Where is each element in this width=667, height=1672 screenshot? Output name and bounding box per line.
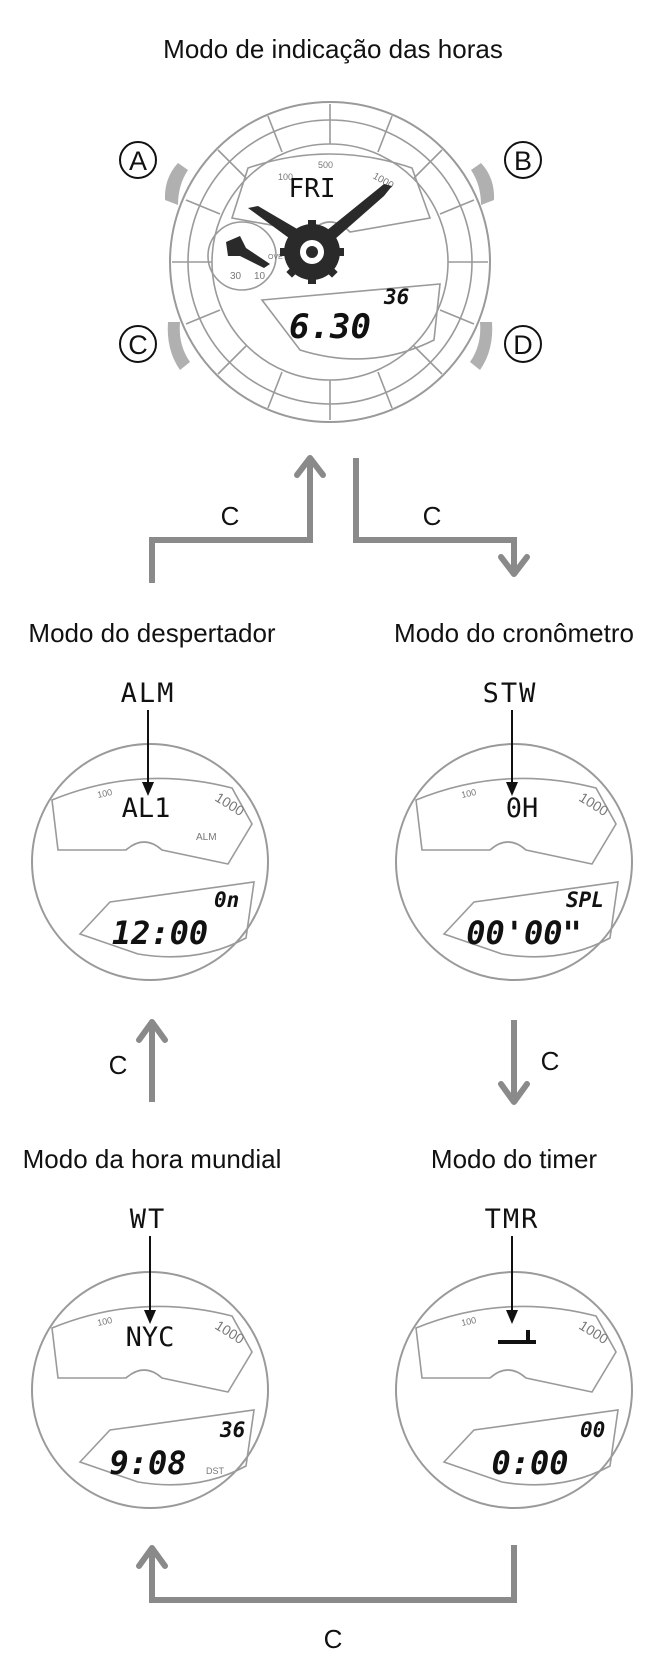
worldtime-city-display: NYC <box>126 1322 175 1353</box>
timer-segment-indicator <box>498 1330 536 1344</box>
stopwatch-mode-code: STW <box>483 678 538 709</box>
day-display: FRI <box>289 174 336 204</box>
button-a-pusher[interactable] <box>164 163 188 205</box>
subdial-30: 30 <box>230 271 242 282</box>
alarm-mode-code: ALM <box>121 678 176 709</box>
button-c-label: C <box>128 330 148 360</box>
worldtime-mode: Modo da hora mundial WT 100 1000 NYC 36 … <box>23 1144 282 1509</box>
button-b-label: B <box>514 146 532 176</box>
button-a-label: A <box>129 146 147 176</box>
bezel-segments <box>172 104 488 420</box>
button-labels: A B C D <box>119 141 542 363</box>
timekeeping-mode-title: Modo de indicação das horas <box>163 34 503 64</box>
worldtime-time-display: 9:08 <box>109 1444 186 1482</box>
main-scale-500: 500 <box>318 160 333 170</box>
main-watch: 100 500 1000 FRI 36 6.30 30 10 OVE <box>164 101 495 423</box>
timer-mode: Modo do timer TMR 100 1000 00 0:00 <box>395 1144 633 1509</box>
alarm-on-indicator: 0n <box>214 888 239 912</box>
worldtime-dst-indicator: DST <box>206 1466 225 1476</box>
worldtime-mode-title: Modo da hora mundial <box>23 1144 282 1174</box>
flow-alarm-to-timekeeping <box>149 455 326 583</box>
button-b-pusher[interactable] <box>471 163 495 205</box>
button-c-pusher[interactable] <box>167 322 190 370</box>
arrow-c-label-2: C <box>423 501 442 531</box>
worldtime-seconds-display: 36 <box>219 1418 245 1442</box>
stopwatch-scale-100: 100 <box>460 787 477 800</box>
alarm-mode: Modo do despertador ALM 100 1000 AL1 ALM… <box>28 618 276 981</box>
flow-timer-to-worldtime <box>136 1545 517 1603</box>
timer-seconds-display: 00 <box>580 1418 605 1442</box>
stopwatch-mode: Modo do cronômetro STW 100 1000 0H SPL 0… <box>394 618 634 981</box>
stopwatch-split-indicator: SPL <box>566 888 604 912</box>
button-d-pusher[interactable] <box>470 322 493 370</box>
arrow-c-label-1: C <box>221 501 240 531</box>
flow-stopwatch-to-timer <box>498 1020 530 1105</box>
button-d-label: D <box>513 330 533 360</box>
flow-worldtime-to-alarm <box>136 1019 168 1102</box>
subdial-hand <box>226 236 270 268</box>
alarm-top-display: AL1 <box>122 793 171 824</box>
alarm-time-display: 12:00 <box>112 914 208 952</box>
timer-mode-title: Modo do timer <box>431 1144 598 1174</box>
alarm-scale-100: 100 <box>96 787 113 800</box>
alarm-indicator: ALM <box>196 832 217 843</box>
main-date-display: 6.30 <box>289 307 371 347</box>
stopwatch-time-display: 00'00" <box>466 914 582 952</box>
flow-timekeeping-to-stopwatch <box>353 458 530 577</box>
timer-time-display: 0:00 <box>491 1444 568 1482</box>
stopwatch-mode-title: Modo do cronômetro <box>394 618 634 648</box>
arrow-c-label-4: C <box>541 1046 560 1076</box>
alarm-mode-title: Modo do despertador <box>28 618 276 648</box>
subdial-ove: OVE <box>268 254 283 261</box>
stopwatch-top-display: 0H <box>506 793 539 824</box>
main-seconds-display: 36 <box>383 285 409 309</box>
timer-scale-100: 100 <box>460 1315 477 1328</box>
timer-mode-code: TMR <box>485 1204 540 1235</box>
arrow-c-label-3: C <box>109 1050 128 1080</box>
subdial-10: 10 <box>254 271 266 282</box>
main-scale-100: 100 <box>278 172 293 182</box>
arrow-c-label-5: C <box>324 1624 343 1654</box>
worldtime-mode-code: WT <box>130 1204 167 1235</box>
worldtime-scale-100: 100 <box>96 1315 113 1328</box>
